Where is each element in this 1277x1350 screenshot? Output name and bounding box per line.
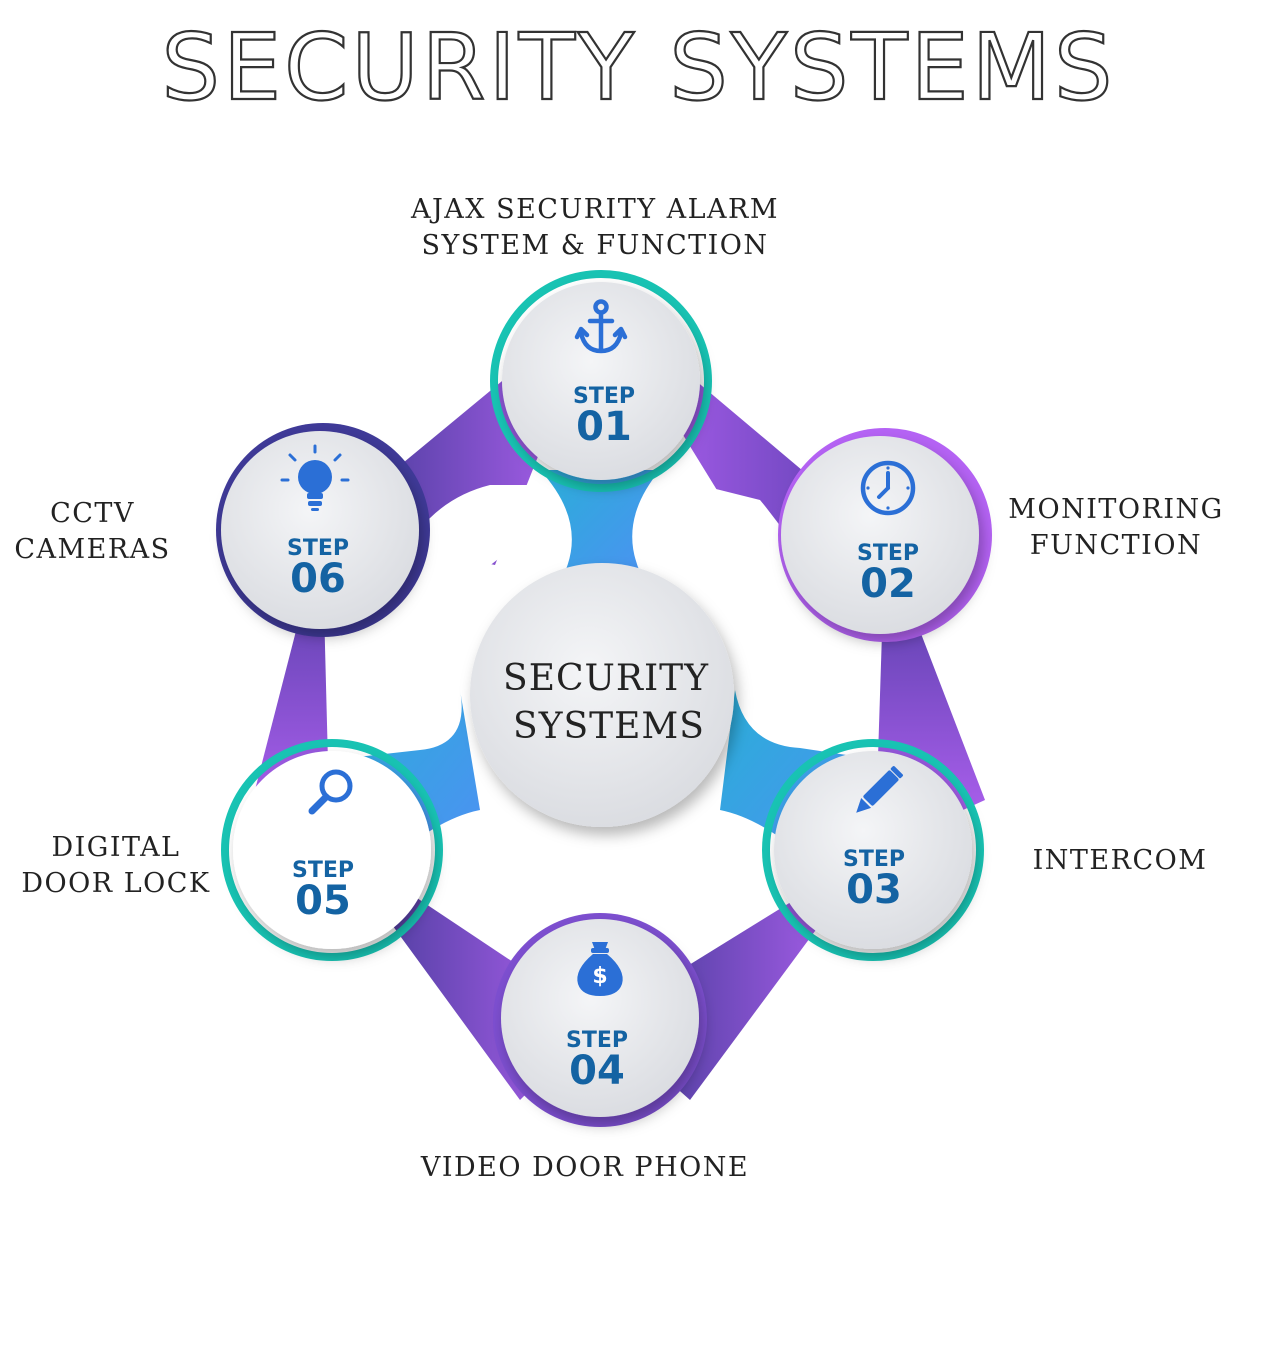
rim-step-05	[221, 739, 443, 961]
circle-step-05	[233, 751, 431, 949]
step-06-text: STEP 06	[287, 536, 349, 602]
ring-hole-left	[370, 623, 445, 740]
label-step-01: AJAX SECURITY ALARM SYSTEM & FUNCTION	[395, 192, 795, 264]
step-04-number: 04	[569, 1048, 625, 1094]
money-bag-icon: $	[577, 942, 623, 996]
label-step-04-line1: VIDEO DOOR PHONE	[420, 1152, 750, 1183]
anchor-icon	[574, 299, 628, 354]
step-04-text: STEP 04	[566, 1028, 628, 1094]
step-03-text: STEP 03	[843, 847, 905, 913]
step-06-number: 06	[290, 556, 346, 602]
clock-icon	[860, 460, 916, 516]
rim-step-01	[490, 270, 712, 492]
label-step-06-line1: CCTV	[50, 498, 135, 529]
step-02-number: 02	[860, 561, 916, 607]
step-03-number: 03	[846, 867, 902, 913]
step-02-text: STEP 02	[857, 541, 919, 607]
step-04-word: STEP	[566, 1028, 628, 1053]
label-step-04: VIDEO DOOR PHONE	[400, 1150, 770, 1186]
label-step-05-line1: DIGITAL	[51, 832, 181, 863]
circle-step-04	[501, 919, 699, 1117]
circle-step-01	[502, 282, 700, 480]
connector-top	[540, 470, 660, 590]
step-03-word: STEP	[843, 847, 905, 872]
label-step-03-line1: INTERCOM	[1032, 845, 1208, 876]
label-step-06: CCTV CAMERAS	[10, 496, 175, 568]
rim-step-03	[762, 739, 984, 961]
label-step-06-line2: CAMERAS	[14, 534, 171, 565]
circle-step-03	[774, 751, 972, 949]
label-step-02: MONITORING FUNCTION	[1000, 492, 1232, 564]
pencil-icon	[856, 766, 903, 813]
center-line-1: SECURITY	[503, 658, 709, 699]
search-icon	[308, 769, 353, 815]
page-title: SECURITY SYSTEMS	[160, 14, 1116, 121]
label-step-01-line2: SYSTEM & FUNCTION	[421, 230, 769, 261]
label-step-05: DIGITAL DOOR LOCK	[10, 830, 222, 902]
label-step-02-line1: MONITORING	[1008, 494, 1224, 525]
step-06-word: STEP	[287, 536, 349, 561]
label-step-01-line1: AJAX SECURITY ALARM	[410, 194, 780, 225]
center-line-2: SYSTEMS	[513, 706, 705, 747]
label-step-02-line2: FUNCTION	[1029, 530, 1203, 561]
ring-hole-upper	[400, 485, 560, 600]
step-05-word: STEP	[292, 858, 354, 883]
lightbulb-icon	[280, 444, 350, 511]
circle-step-02	[781, 436, 979, 634]
ring-hole-upper-right	[700, 485, 850, 720]
label-step-03: INTERCOM	[1020, 843, 1220, 879]
step-01-text: STEP 01	[573, 384, 635, 450]
svg-text:$: $	[592, 964, 607, 989]
label-step-05-line2: DOOR LOCK	[21, 868, 211, 899]
circle-step-06	[221, 431, 419, 629]
step-05-text: STEP 05	[292, 858, 354, 924]
step-02-word: STEP	[857, 541, 919, 566]
step-01-number: 01	[576, 404, 632, 450]
ring-hole-bottom	[467, 810, 743, 910]
center-circle	[470, 563, 734, 827]
step-01-word: STEP	[573, 384, 635, 409]
step-circles	[221, 282, 979, 1117]
step-05-number: 05	[295, 878, 351, 924]
